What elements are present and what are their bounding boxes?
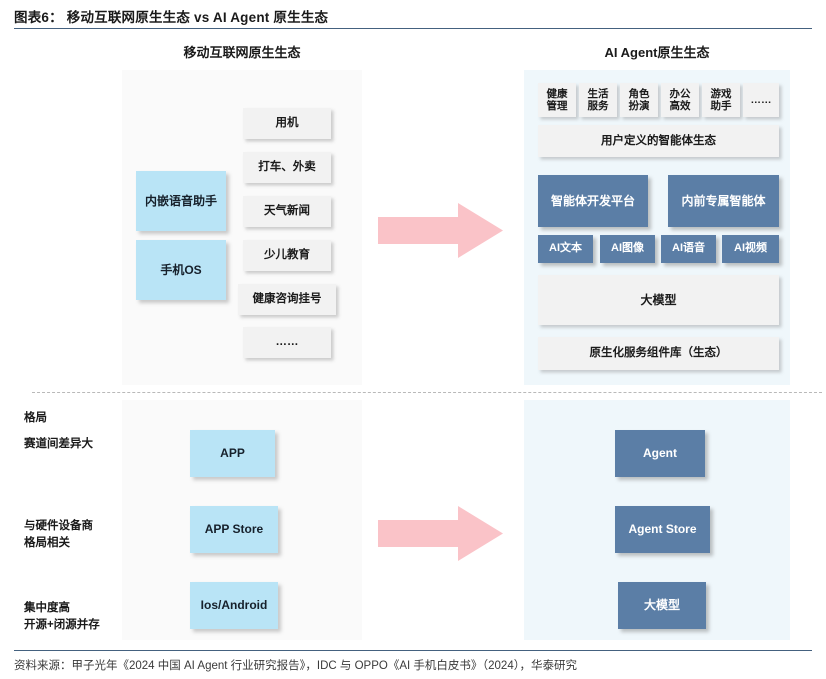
footer-divider — [14, 650, 812, 651]
tag-line-1: 角色 — [628, 87, 650, 100]
tag-more: …… — [743, 83, 779, 117]
tag-health-management: 健康 管理 — [538, 83, 576, 117]
box-app-health-registration: 健康咨询挂号 — [238, 284, 336, 315]
box-native-service-component-library: 原生化服务组件库（生态） — [538, 337, 779, 370]
box-app-phone-use: 用机 — [243, 108, 331, 139]
box-phone-os: 手机OS — [136, 240, 226, 300]
box-app-ride-food: 打车、外卖 — [243, 152, 331, 183]
tag-line-1: 游戏 — [710, 87, 732, 100]
label-row-track-difference: 赛道间差异大 — [24, 438, 93, 450]
box-app: APP — [190, 430, 275, 477]
box-large-model: 大模型 — [538, 275, 779, 325]
page-title: 图表6： 移动互联网原生生态 vs AI Agent 原生生态 — [14, 10, 329, 25]
box-ai-text: AI文本 — [538, 235, 593, 263]
box-app-weather-news: 天气新闻 — [243, 196, 331, 227]
source-note: 资料来源：甲子光年《2024 中国 AI Agent 行业研究报告》，IDC 与… — [14, 660, 577, 672]
label-row-concentration: 集中度高 开源+闭源并存 — [24, 602, 100, 631]
arrow-right-icon — [378, 506, 503, 561]
box-inbuilt-voice-assistant: 内嵌语音助手 — [136, 171, 226, 231]
label-pattern-heading: 格局 — [24, 412, 47, 424]
tag-line-2: 管理 — [546, 100, 568, 112]
tag-line-1: 生活 — [587, 87, 609, 100]
box-ai-voice: AI语音 — [661, 235, 716, 263]
box-agent-store: Agent Store — [615, 506, 710, 553]
tag-office-efficiency: 办公 高效 — [661, 83, 699, 117]
box-ai-image: AI图像 — [600, 235, 655, 263]
tag-line-1: 健康 — [546, 87, 568, 100]
tag-line-1: 办公 — [669, 87, 691, 100]
label-row-hardware-vendor: 与硬件设备商 格局相关 — [24, 520, 93, 549]
title-divider — [14, 28, 812, 29]
column-heading-agent: AI Agent原生生态 — [604, 45, 710, 60]
arrow-right-icon — [378, 203, 503, 258]
box-agent: Agent — [615, 430, 705, 477]
column-heading-mobile: 移动互联网原生生态 — [183, 45, 301, 60]
box-user-defined-agent-ecosystem: 用户定义的智能体生态 — [538, 125, 779, 157]
box-app-kids-education: 少儿教育 — [243, 240, 331, 271]
box-app-store: APP Store — [190, 506, 278, 553]
tag-role-play: 角色 扮演 — [620, 83, 658, 117]
box-builtin-exclusive-agent: 内前专属智能体 — [668, 175, 779, 227]
panel-agent-ecosystem — [524, 70, 790, 385]
box-ai-video: AI视频 — [722, 235, 779, 263]
section-divider — [32, 392, 822, 393]
tag-line-2: 服务 — [587, 100, 609, 112]
tag-game-assistant: 游戏 助手 — [702, 83, 740, 117]
box-agent-dev-platform: 智能体开发平台 — [538, 175, 648, 227]
tag-line-2: 高效 — [669, 100, 691, 112]
box-large-model-bottom: 大模型 — [618, 582, 706, 629]
box-ios-android: Ios/Android — [190, 582, 278, 629]
tag-line-2: 助手 — [710, 100, 732, 112]
box-app-more: …… — [243, 327, 331, 358]
tag-line-2: 扮演 — [628, 100, 650, 112]
tag-life-service: 生活 服务 — [579, 83, 617, 117]
